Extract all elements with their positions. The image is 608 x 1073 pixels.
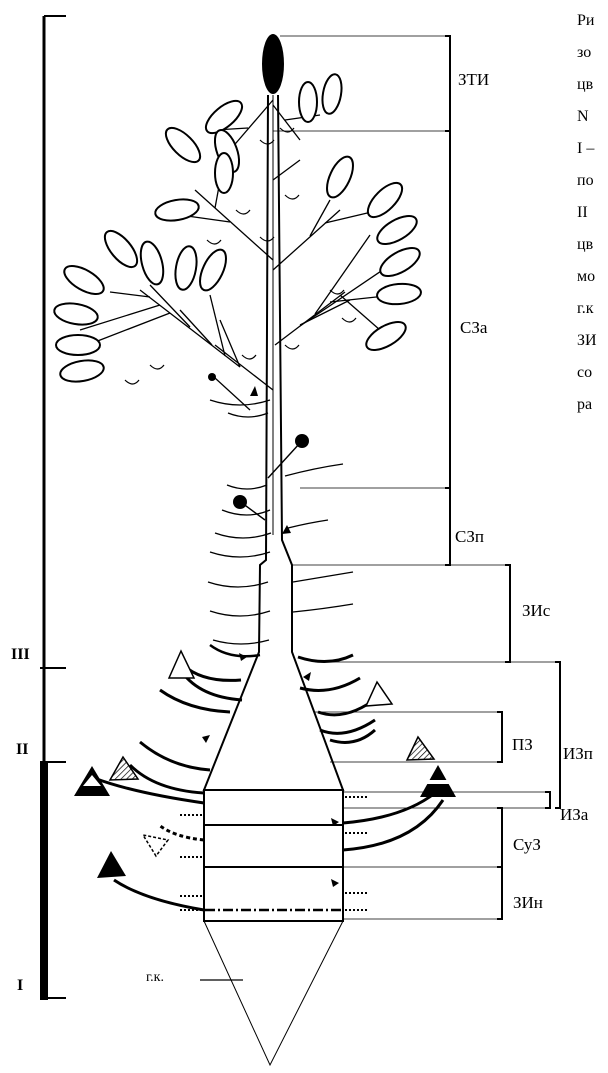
root-collar-label: г.к. — [146, 970, 164, 986]
zone-label-suz: СуЗ — [513, 835, 541, 855]
caption-fragment: ЗИ — [577, 332, 597, 350]
segment-iza — [204, 790, 343, 825]
zone-label-szp: СЗп — [455, 527, 484, 547]
zone-label-pz: ПЗ — [512, 735, 533, 755]
zone-label-iza: ИЗа — [560, 805, 588, 825]
caption-fragment: цв — [577, 236, 593, 254]
zone-label-zti: ЗТИ — [458, 70, 489, 90]
caption-fragment: со — [577, 364, 592, 382]
caption-fragment: по — [577, 172, 594, 190]
main-stem — [204, 95, 343, 1065]
terminal-inflorescence-bud — [262, 34, 284, 94]
stage-axis — [40, 16, 66, 1000]
caption-fragment: мо — [577, 268, 595, 286]
dotted-stubs — [180, 797, 367, 910]
caption-fragment: II — [577, 204, 588, 222]
stage-label-ii: II — [16, 741, 28, 759]
zone-label-zis: ЗИс — [522, 601, 550, 621]
stage-label-i: I — [17, 977, 23, 995]
zone-label-izp: ИЗп — [563, 744, 593, 764]
segment-zin — [204, 867, 343, 921]
caption-fragment: N — [577, 108, 589, 126]
caption-fragment: г.к — [577, 300, 594, 318]
caption-fragment: цв — [577, 76, 593, 94]
caption-fragment: ра — [577, 396, 592, 414]
lateral-shoots — [74, 651, 456, 910]
tick-marks — [202, 653, 339, 887]
caption-fragment: зо — [577, 44, 591, 62]
zone-label-zin: ЗИн — [513, 893, 543, 913]
caption-fragment: I – — [577, 140, 594, 158]
zone-reference-lines — [273, 36, 555, 919]
segment-suz — [204, 825, 343, 867]
stage-i-bar — [40, 762, 48, 1000]
zone-label-sza: СЗа — [460, 318, 487, 338]
caption-fragment: Ри — [577, 12, 594, 30]
stage-label-iii: III — [11, 646, 30, 664]
zone-brackets — [445, 36, 560, 919]
